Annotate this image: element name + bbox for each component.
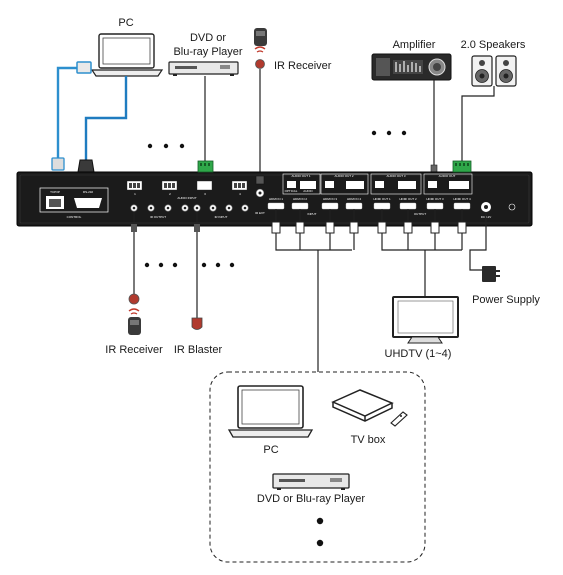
- optical-ports: [287, 181, 437, 188]
- power-adapter-icon: [482, 266, 500, 282]
- audio-in-ch2: 2: [169, 192, 171, 196]
- audio-input-label: AUDIO INPUT: [177, 196, 197, 200]
- ir-blaster-icon: [191, 317, 203, 330]
- green-terminal-audio-in: [197, 160, 214, 173]
- rs232-label: RS-232: [83, 190, 94, 194]
- hdmi-ports: [267, 202, 471, 210]
- ir-blaster-plug: [194, 224, 200, 232]
- speaker-icon: [471, 55, 517, 87]
- power-supply-label: Power Supply: [472, 294, 540, 306]
- network-cable: [56, 66, 84, 160]
- audio-in-ch4: 4: [239, 192, 241, 196]
- dvd-label-top-2: Blu-ray Player: [173, 46, 242, 58]
- continuation-dots-bottom-mid: [201, 262, 235, 268]
- hdmi-out-1-label: HDMI OUT 1: [373, 197, 391, 201]
- hdmi-out-3-label: HDMI OUT 3: [426, 197, 444, 201]
- ir-ext-plug: [255, 175, 265, 185]
- input-label: INPUT: [308, 212, 317, 216]
- pc-label-bottom: PC: [263, 444, 278, 456]
- ir-blaster-label: IR Blaster: [174, 344, 223, 356]
- ir-ext-label: IR EXT: [255, 211, 265, 215]
- dvd-label-bottom: DVD or Blu-ray Player: [257, 493, 366, 505]
- hdmi-input-cables: [275, 209, 355, 372]
- audio-out-5-label: AUDIO OUT: [439, 174, 456, 178]
- ir-output-label: IR OUTPUT: [150, 215, 166, 219]
- power-cable: [469, 212, 487, 271]
- control-label: CONTROL: [67, 215, 82, 219]
- tv-box-label: TV box: [351, 434, 386, 446]
- green-terminal-audio-out: [452, 160, 472, 173]
- laptop-icon: [90, 33, 164, 77]
- audio-out-1-label: AUDIO OUT 1: [291, 174, 310, 178]
- hdmi-in-2-label: HDMI IN 2: [293, 197, 307, 201]
- continuation-dots-top-right: [371, 130, 407, 136]
- amplifier-label: Amplifier: [393, 39, 436, 51]
- audio-input-terminals: [126, 180, 248, 191]
- hdmi-out-2-label: HDMI OUT 2: [399, 197, 417, 201]
- speaker-cable: [461, 86, 495, 163]
- control-box: [39, 187, 109, 213]
- continuation-dots-sources: [316, 517, 324, 547]
- continuation-dots-top-left: [147, 143, 185, 149]
- output-label: OUTPUT: [414, 212, 427, 216]
- hdmi-in-1-label: HDMI IN 1: [269, 197, 283, 201]
- remote-icon: [390, 411, 408, 427]
- audio-label: AUDIO: [303, 189, 313, 193]
- hdmi-in-3-label: HDMI IN 3: [323, 197, 337, 201]
- optical-label: OPTICAL: [285, 189, 298, 193]
- ir-receiver-plug: [131, 224, 137, 232]
- rj45-plug-bottom: [51, 157, 65, 171]
- hdmi-output-plugs: [377, 221, 467, 234]
- continuation-dots-bottom-left: [144, 262, 178, 268]
- pc-label-top: PC: [118, 17, 133, 29]
- audio-out-boxes: [282, 173, 473, 195]
- hdmi-input-plugs: [271, 221, 359, 234]
- ir-receiver-label-top: IR Receiver: [274, 60, 332, 72]
- ir-receiver-icon: [254, 28, 267, 69]
- speakers-label: 2.0 Speakers: [461, 39, 526, 51]
- tv-box-icon: [331, 389, 394, 422]
- hdmi-out-4-label: HDMI OUT 4: [453, 197, 471, 201]
- audio-out-2-label: AUDIO OUT 2: [334, 174, 353, 178]
- audio-in-ch1: 1: [134, 192, 136, 196]
- matrix-rear-panel: TCP/IP RS-232 CONTROL 1 2 3 4 AUDIO INPU…: [16, 171, 533, 227]
- audio-out-3-label: AUDIO OUT 3: [386, 174, 405, 178]
- ir-receiver-label-bottom: IR Receiver: [105, 344, 163, 356]
- rj45-plug-top: [76, 61, 92, 74]
- uhdtv-label: UHDTV (1~4): [385, 348, 452, 360]
- tv-icon: [392, 296, 459, 344]
- audio-in-ch3: 3: [204, 192, 206, 196]
- ir-input-label: IR INPUT: [215, 215, 228, 219]
- sources-dashed-box: [209, 371, 426, 563]
- amplifier-icon: [371, 53, 452, 81]
- ground-screw: [508, 203, 516, 211]
- rs232-port: [74, 198, 102, 208]
- laptop-icon: [227, 385, 314, 438]
- dvd-label-top-1: DVD or: [190, 32, 226, 44]
- dvd-player-icon: [168, 61, 239, 76]
- rs232-cable: [84, 76, 128, 160]
- db9-plug: [77, 159, 95, 173]
- dvd-player-icon: [272, 473, 350, 490]
- tcpip-label: TCP/IP: [50, 190, 60, 194]
- hdmi-in-4-label: HDMI IN 4: [347, 197, 361, 201]
- audio-out-terminals: [300, 181, 469, 189]
- ir-receiver-icon: [128, 293, 141, 335]
